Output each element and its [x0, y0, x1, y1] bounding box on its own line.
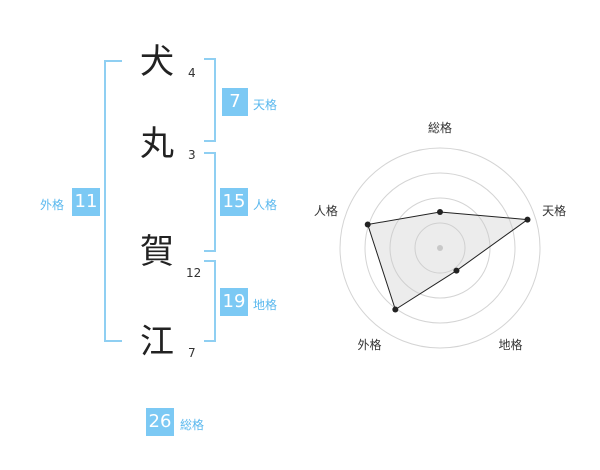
radar-point-4 — [392, 306, 399, 313]
soukaku-value: 26 — [146, 408, 174, 436]
kanji-4-strokes: 7 — [188, 346, 196, 360]
chikaku-label: 地格 — [253, 298, 278, 312]
soukaku-label: 総格 — [180, 418, 205, 432]
kanji-2: 丸 — [140, 124, 174, 164]
radar-rings — [339, 147, 541, 349]
radar-axis-label-5: 人格 — [314, 203, 338, 218]
radar-polygon — [367, 211, 529, 311]
tenkaku-label: 天格 — [253, 98, 278, 112]
radar-axis-label-3: 地格 — [499, 337, 523, 352]
jinkaku-label: 人格 — [253, 198, 278, 212]
radar-shape — [364, 209, 531, 313]
radar-point-3 — [453, 267, 460, 274]
radar-point-2 — [524, 216, 531, 223]
radar-axis-label-1: 総格 — [428, 120, 452, 135]
gaikaku-value: 11 — [72, 188, 100, 216]
jinkaku-value: 15 — [220, 188, 248, 216]
radar-axis-label-2: 天格 — [542, 203, 566, 218]
tenkaku-value: 7 — [222, 88, 248, 116]
chikaku-bracket — [204, 260, 216, 342]
jinkaku-bracket — [204, 152, 216, 252]
gaikaku-bracket — [104, 60, 122, 342]
kanji-4: 江 — [140, 322, 174, 362]
kanji-1: 犬 — [140, 42, 174, 82]
kanji-2-strokes: 3 — [188, 148, 196, 162]
gaikaku-label: 外格 — [40, 198, 65, 212]
kanji-1-strokes: 4 — [188, 66, 196, 80]
kanji-3: 賀 — [140, 232, 174, 272]
radar-axis-label-4: 外格 — [357, 337, 381, 352]
radar-point-5 — [364, 221, 371, 228]
chikaku-value: 19 — [220, 288, 248, 316]
kanji-3-strokes: 12 — [186, 266, 202, 280]
radar-point-1 — [437, 209, 443, 215]
radar-center-dot — [437, 245, 443, 251]
tenkaku-bracket — [204, 58, 216, 142]
